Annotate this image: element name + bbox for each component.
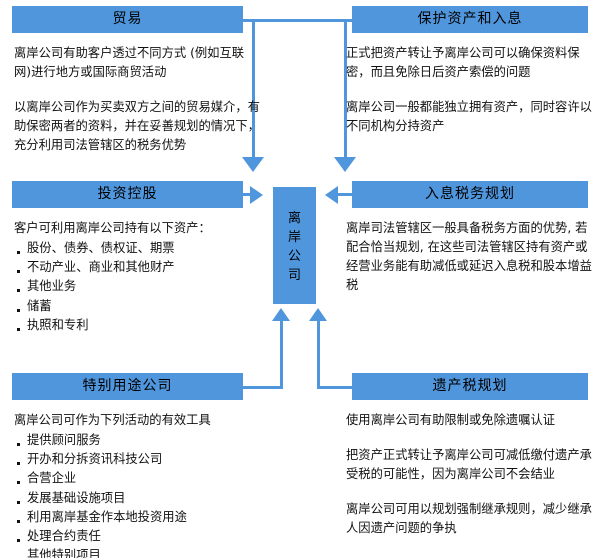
arrow-estate-to-centre — [309, 308, 327, 321]
panel-trade-paragraph-1: 离岸公司有助客户透过不同方式 (例如互联网)进行地方或国际商贸活动 — [14, 46, 245, 79]
list-item: 不动产业、商业和其他财产 — [14, 258, 261, 277]
connector-estate-vertical — [317, 320, 320, 389]
list-item: 其他业务 — [14, 277, 261, 296]
arrow-asset-to-centre — [242, 157, 264, 172]
list-item: 提供顾问服务 — [14, 431, 261, 450]
panel-trade-paragraph-2: 以离岸公司作为买卖双方之间的贸易媒介，有助保密两者的资料，并在妥善规划的情况下，… — [14, 100, 260, 152]
panel-estate-tax-planning-paragraph-2: 把资产正式转让予离岸公司可减低缴付遗产承受税的可能性，因为离岸公司不会结业 — [346, 448, 592, 481]
arrow-trade-to-centre — [334, 157, 356, 172]
connector-income-horizontal — [338, 193, 352, 196]
panel-investment-holding-lead: 客户可利用离岸公司持有以下资产： — [14, 221, 211, 235]
panel-income-tax-planning-body: 离岸司法管辖区一般具备税务方面的优势, 若配合恰当规划, 在这些司法管辖区持有资… — [346, 219, 592, 295]
panel-asset-protection[interactable]: 保护资产和入息 正式把资产转让予离岸公司可以确保资料保密，而且免除日后资产索偿的… — [346, 6, 592, 136]
list-item: 合营企业 — [14, 469, 261, 488]
list-item: 开办和分拆资讯科技公司 — [14, 450, 261, 469]
panel-special-purpose-company-body: 离岸公司可作为下列活动的有效工具 提供顾问服务 开办和分拆资讯科技公司 合营企业… — [14, 411, 261, 558]
panel-investment-holding[interactable]: 投资控股 客户可利用离岸公司持有以下资产： 股份、债券、债权证、期票 不动产业、… — [12, 181, 243, 335]
arrow-spv-to-centre — [272, 308, 290, 321]
panel-income-tax-planning-paragraph-1: 离岸司法管辖区一般具备税务方面的优势, 若配合恰当规划, 在这些司法管辖区持有资… — [346, 221, 592, 292]
arrow-income-to-centre — [325, 186, 338, 204]
panel-income-tax-planning-title: 入息税务规划 — [352, 181, 588, 208]
panel-trade[interactable]: 贸易 离岸公司有助客户透过不同方式 (例如互联网)进行地方或国际商贸活动 以离岸… — [12, 6, 260, 155]
list-item: 储蓄 — [14, 297, 261, 316]
panel-income-tax-planning[interactable]: 入息税务规划 离岸司法管辖区一般具备税务方面的优势, 若配合恰当规划, 在这些司… — [346, 181, 592, 295]
centre-node-char-2: 岸 — [287, 230, 301, 245]
list-item: 发展基础设施项目 — [14, 489, 261, 508]
list-item: 股份、债券、债权证、期票 — [14, 239, 261, 258]
panel-estate-tax-planning[interactable]: 遗产税规划 使用离岸公司有助限制或免除遗嘱认证 把资产正式转让予离岸公司可减低缴… — [346, 373, 592, 538]
connector-investment-horizontal — [243, 193, 252, 196]
panel-special-purpose-company-lead: 离岸公司可作为下列活动的有效工具 — [14, 413, 211, 427]
panel-special-purpose-company-list: 提供顾问服务 开办和分拆资讯科技公司 合营企业 发展基础设施项目 利用离岸基金作… — [14, 431, 261, 558]
panel-investment-holding-body: 客户可利用离岸公司持有以下资产： 股份、债券、债权证、期票 不动产业、商业和其他… — [14, 219, 261, 335]
connector-asset-vertical — [252, 19, 255, 159]
panel-estate-tax-planning-paragraph-1: 使用离岸公司有助限制或免除遗嘱认证 — [346, 413, 556, 427]
panel-special-purpose-company-title: 特别用途公司 — [12, 373, 243, 400]
panel-trade-title: 贸易 — [12, 6, 243, 33]
centre-node-offshore-company[interactable]: 离 岸 公 司 — [273, 187, 316, 304]
panel-estate-tax-planning-body: 使用离岸公司有助限制或免除遗嘱认证 把资产正式转让予离岸公司可减低缴付遗产承受税… — [346, 411, 592, 538]
list-item: 利用离岸基金作本地投资用途 — [14, 508, 261, 527]
connector-asset-horizontal — [252, 19, 356, 22]
panel-investment-holding-title: 投资控股 — [12, 181, 243, 208]
list-item: 处理合约责任 — [14, 527, 261, 546]
panel-asset-protection-body: 正式把资产转让予离岸公司可以确保资料保密，而且免除日后资产索偿的问题 离岸公司一… — [346, 44, 592, 136]
panel-asset-protection-title: 保护资产和入息 — [352, 6, 588, 33]
list-item: 执照和专利 — [14, 316, 261, 335]
list-item: 其他特别项目 — [14, 546, 261, 558]
connector-trade-vertical — [344, 19, 347, 159]
connector-estate-horizontal — [317, 386, 355, 389]
centre-node-char-4: 司 — [287, 268, 301, 283]
arrow-investment-to-centre — [250, 186, 263, 204]
panel-asset-protection-paragraph-1: 正式把资产转让予离岸公司可以确保资料保密，而且免除日后资产索偿的问题 — [346, 46, 580, 79]
panel-investment-holding-list: 股份、债券、债权证、期票 不动产业、商业和其他财产 其他业务 储蓄 执照和专利 — [14, 239, 261, 335]
panel-estate-tax-planning-paragraph-3: 离岸公司可用以规划强制继承规则，减少继承人因遗产问题的争执 — [346, 502, 592, 535]
centre-node-char-3: 公 — [287, 249, 301, 264]
panel-asset-protection-paragraph-2: 离岸公司一般都能独立拥有资产，同时容许以不同机构分持资产 — [346, 100, 592, 133]
panel-estate-tax-planning-title: 遗产税规划 — [352, 373, 588, 400]
panel-special-purpose-company[interactable]: 特别用途公司 离岸公司可作为下列活动的有效工具 提供顾问服务 开办和分拆资讯科技… — [12, 373, 243, 558]
centre-node-char-1: 离 — [287, 211, 301, 226]
connector-spv-vertical — [280, 320, 283, 389]
panel-trade-body: 离岸公司有助客户透过不同方式 (例如互联网)进行地方或国际商贸活动 以离岸公司作… — [14, 44, 261, 155]
connector-spv-horizontal — [243, 386, 283, 389]
